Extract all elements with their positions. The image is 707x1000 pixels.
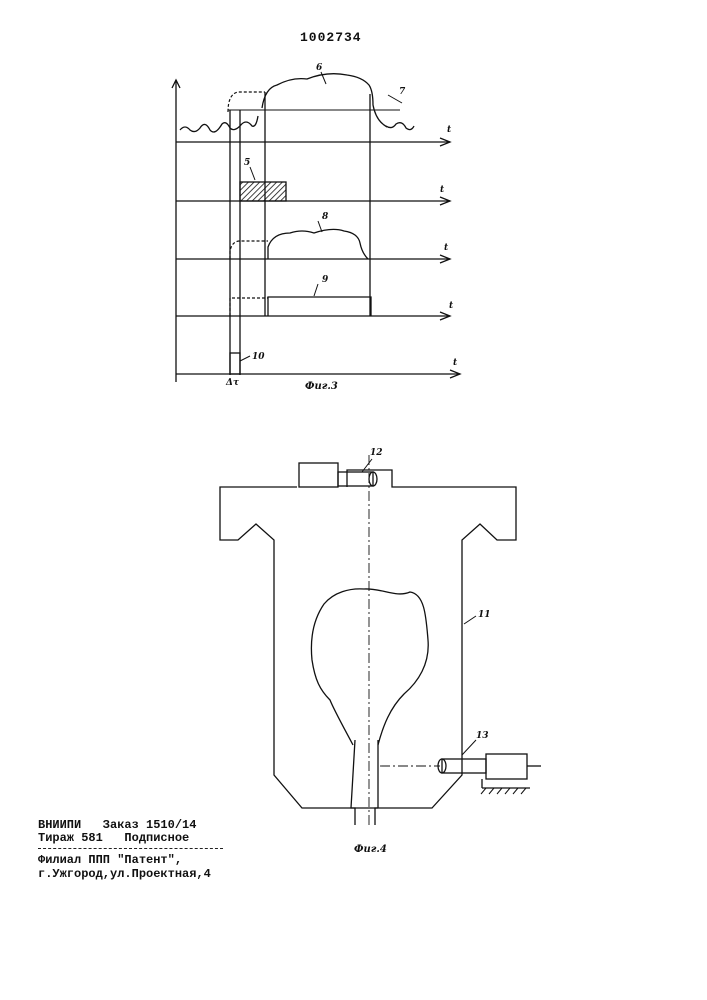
imprint-line-3: Филиал ППП "Патент", <box>38 853 182 867</box>
funnel-left-wall <box>351 740 355 808</box>
fig3-caption: Фиг.3 <box>305 381 338 392</box>
t-label-2: t <box>440 185 445 195</box>
label-5: 5 <box>244 158 250 168</box>
signal-envelope-8 <box>268 229 368 259</box>
fig3-timing-diagram: t t t t t 6 7 5 <box>172 63 460 392</box>
noise-trace-left <box>180 116 258 132</box>
fig3-timing-markers <box>230 92 370 375</box>
gate-pulse-9 <box>268 297 371 316</box>
label-8: 8 <box>322 212 329 222</box>
hatched-pulse-5 <box>240 182 286 201</box>
leader-5 <box>250 167 255 180</box>
t-label-3: t <box>444 243 449 253</box>
flame-body <box>311 589 428 745</box>
sensor-12-shaft <box>338 472 373 486</box>
leader-11 <box>464 616 476 624</box>
fig4-caption: Фиг.4 <box>354 844 387 855</box>
nozzle-funnel <box>351 740 378 808</box>
imprint-line-1: ВНИИПИ Заказ 1510/14 <box>38 818 196 832</box>
dashed-rise-trace-3 <box>230 241 268 259</box>
t-label-4: t <box>449 301 454 311</box>
t-label-5: t <box>453 358 458 368</box>
sensor-12-body <box>299 463 338 487</box>
label-7: 7 <box>399 87 406 97</box>
imprint-line-2: Тираж 581 Подписное <box>38 831 189 845</box>
leader-13 <box>462 740 476 755</box>
label-11: 11 <box>478 610 491 620</box>
leader-8 <box>318 221 322 232</box>
sensor-12: 12 <box>299 448 383 487</box>
leader-10 <box>240 356 250 361</box>
housing-outline-11 <box>220 470 516 825</box>
fig3-time-axes <box>176 138 460 378</box>
dashed-rise-trace-1 <box>228 92 265 112</box>
t-label-1: t <box>447 125 452 135</box>
label-13: 13 <box>476 731 489 741</box>
fig4-apparatus: 12 13 11 Фиг.4 <box>220 448 541 855</box>
label-10: 10 <box>252 352 265 362</box>
ground-hatching <box>481 788 526 794</box>
dashed-rise-trace-4 <box>230 298 268 316</box>
noise-trace-right <box>386 123 414 130</box>
imprint-separator <box>38 848 223 849</box>
label-9: 9 <box>322 275 329 285</box>
leader-9 <box>314 284 318 296</box>
sensor-13-body <box>486 754 527 779</box>
short-pulse-10 <box>230 353 240 374</box>
sensor-13-shaft <box>442 759 486 773</box>
imprint-line-4: г.Ужгород,ул.Проектная,4 <box>38 867 211 881</box>
label-6: 6 <box>316 63 323 73</box>
delta-tau-label: Δτ <box>225 378 240 388</box>
label-12: 12 <box>370 448 383 458</box>
